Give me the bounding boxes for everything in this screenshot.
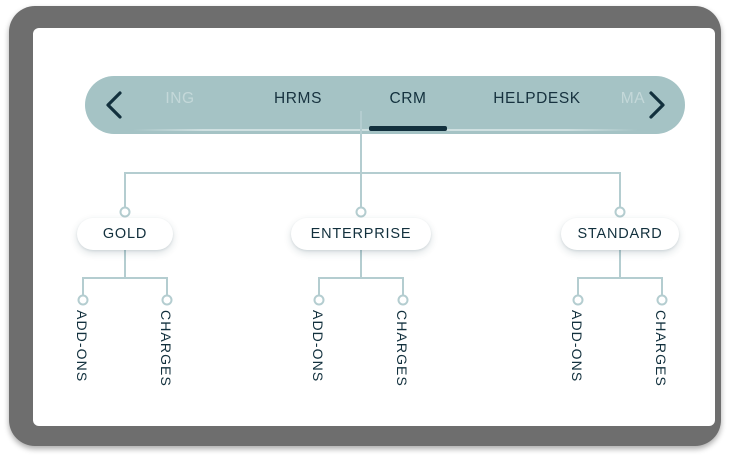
- group-connector-dot: [119, 206, 131, 218]
- leaf-connector-dot: [161, 294, 173, 306]
- tab-hrms[interactable]: HRMS: [273, 90, 323, 107]
- node-enterprise[interactable]: ENTERPRISE: [291, 218, 431, 250]
- node-standard[interactable]: STANDARD: [561, 218, 679, 250]
- tab-crm[interactable]: CRM: [389, 90, 427, 107]
- tab-ing[interactable]: ING: [165, 90, 195, 107]
- device-bezel: ING HRMS CRM HELPDESK MA GOLD ADD-ONS CHARGES E…: [9, 6, 721, 446]
- leaf-connector-dot: [77, 294, 89, 306]
- leaf-enterprise-add-ons[interactable]: ADD-ONS: [310, 310, 326, 383]
- node-gold[interactable]: GOLD: [77, 218, 173, 250]
- tabs-track: ING HRMS CRM HELPDESK MA: [85, 76, 685, 134]
- leaf-connector-dot: [656, 294, 668, 306]
- chevron-left-icon[interactable]: [93, 76, 135, 134]
- active-tab-underline: [369, 126, 447, 131]
- tab-helpdesk[interactable]: HELPDESK: [493, 90, 581, 107]
- leaf-standard-add-ons[interactable]: ADD-ONS: [569, 310, 585, 383]
- leaf-gold-charges[interactable]: CHARGES: [158, 310, 174, 387]
- leaf-standard-charges[interactable]: CHARGES: [653, 310, 669, 387]
- tab-rail-fade-left: [133, 129, 203, 131]
- tab-rail-fade-right: [567, 129, 637, 131]
- group-connector-dot: [355, 206, 367, 218]
- leaf-connector-dot: [313, 294, 325, 306]
- leaf-enterprise-charges[interactable]: CHARGES: [394, 310, 410, 387]
- group-connector-dot: [614, 206, 626, 218]
- module-tabbar[interactable]: ING HRMS CRM HELPDESK MA: [85, 76, 685, 134]
- tab-ma[interactable]: MA: [620, 90, 646, 107]
- leaf-connector-dot: [397, 294, 409, 306]
- leaf-connector-dot: [572, 294, 584, 306]
- leaf-gold-add-ons[interactable]: ADD-ONS: [74, 310, 90, 383]
- diagram-canvas: ING HRMS CRM HELPDESK MA GOLD ADD-ONS CHARGES E…: [33, 28, 715, 426]
- chevron-right-icon[interactable]: [635, 76, 677, 134]
